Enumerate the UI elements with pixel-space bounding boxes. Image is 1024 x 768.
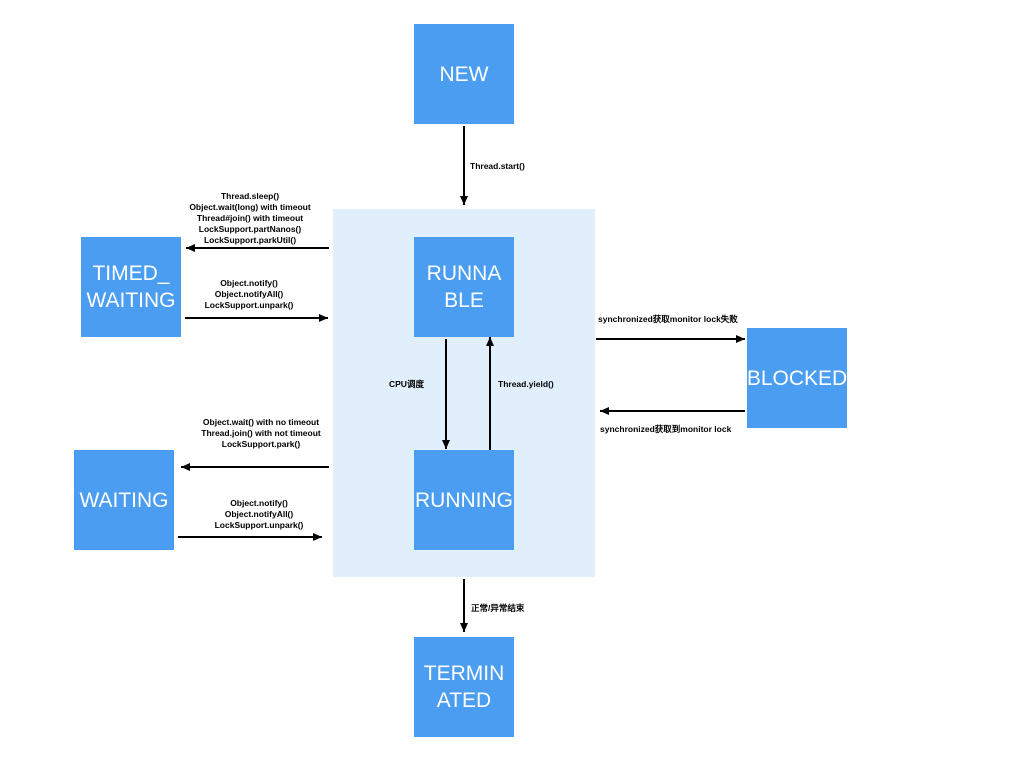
state-blocked: BLOCKED xyxy=(747,328,847,428)
label-start: Thread.start() xyxy=(470,161,525,171)
label-from-blocked: synchronized获取到monitor lock xyxy=(600,424,732,434)
label-from-timed-waiting: Object.notify() Object.notifyAll() LockS… xyxy=(204,278,294,310)
label-terminate: 正常/异常结束 xyxy=(471,603,525,613)
state-waiting: WAITING xyxy=(74,450,174,550)
label-cpu-schedule: CPU调度 xyxy=(389,379,424,389)
label-to-blocked: synchronized获取monitor lock失败 xyxy=(598,314,738,324)
state-timed-waiting: TIMED_WAITING xyxy=(81,237,181,337)
state-new: NEW xyxy=(414,24,514,124)
state-running: RUNNING xyxy=(414,450,514,550)
label-yield: Thread.yield() xyxy=(498,379,554,389)
label-from-waiting: Object.notify() Object.notifyAll() LockS… xyxy=(214,498,304,530)
label-to-timed-waiting: Thread.sleep() Object.wait(long) with ti… xyxy=(189,191,311,245)
label-to-waiting: Object.wait() with no timeout Thread.joi… xyxy=(201,417,321,449)
